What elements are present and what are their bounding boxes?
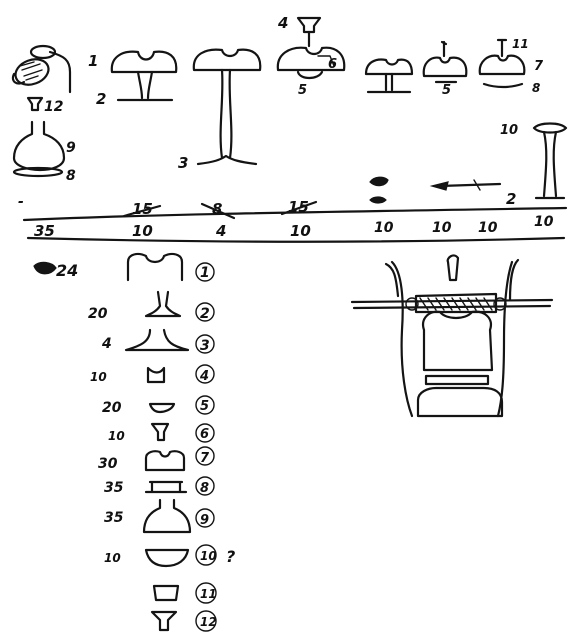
part-shape-3 — [126, 330, 188, 350]
parts-num-1: 1 — [200, 265, 210, 281]
label-1: 1 — [88, 52, 98, 70]
parts-list: 24 1 20 2 4 3 10 4 20 5 10 6 30 7 — [34, 254, 235, 631]
parts-qty-5: 20 — [102, 400, 122, 416]
count-35: 35 — [34, 222, 55, 240]
label-5b: 5 — [442, 83, 451, 98]
row-marks — [370, 177, 500, 203]
count-4: 4 — [215, 222, 226, 240]
label-2: 2 — [96, 90, 106, 108]
part-shape-12 — [152, 612, 176, 630]
count-10e: 10 — [478, 220, 498, 236]
part-shape-4 — [148, 368, 164, 382]
part-shape-10 — [146, 550, 188, 566]
part-shape-9 — [144, 500, 190, 532]
assembly-sketch — [352, 255, 552, 416]
parts-qty-2: 20 — [88, 306, 108, 322]
part-shape-5 — [150, 404, 174, 412]
part-shape-6 — [152, 424, 168, 440]
label-5: 5 — [298, 83, 307, 98]
part-shape-11 — [154, 586, 178, 600]
label-8: 8 — [66, 168, 76, 184]
lamp-sketch-e — [424, 42, 467, 82]
label-2b: 2 — [506, 190, 516, 208]
count-10b: 10 — [290, 222, 311, 240]
parts-num-6: 6 — [200, 427, 209, 442]
label-6: 6 — [328, 57, 337, 72]
label-8b: 8 — [532, 81, 540, 95]
label-11: 11 — [512, 37, 529, 51]
count-10c: 10 — [374, 220, 394, 236]
parts-note-10: ? — [226, 547, 235, 566]
parts-qty-8: 35 — [104, 480, 124, 496]
parts-qty-3: 4 — [101, 336, 112, 352]
count-dash: - — [18, 194, 24, 210]
lamp-sketch-d — [366, 60, 412, 92]
label-9: 9 — [66, 140, 76, 156]
lamp-sketch-b — [194, 50, 260, 164]
lamp-sketch-pedestal — [534, 124, 566, 199]
part-shape-8 — [146, 482, 186, 492]
count-15b-struck: 15 — [288, 198, 309, 216]
label-3: 3 — [178, 154, 188, 172]
parts-qty-1: 24 — [56, 261, 78, 280]
part-shape-7 — [146, 451, 184, 470]
count-10f: 10 — [534, 214, 554, 230]
label-10: 10 — [500, 123, 518, 138]
parts-qty-7: 30 — [98, 456, 118, 472]
label-7: 7 — [534, 59, 544, 74]
count-10: 10 — [132, 222, 153, 240]
parts-num-5: 5 — [200, 399, 209, 414]
lamp-sketch-a — [112, 52, 176, 100]
parts-qty-9: 35 — [104, 510, 124, 526]
part-shape-2 — [146, 292, 180, 316]
parts-qty-4: 10 — [90, 370, 107, 384]
count-10d: 10 — [432, 220, 452, 236]
label-12: 12 — [44, 99, 63, 115]
parts-qty-10: 10 — [104, 551, 121, 565]
scribble-struck-qty — [34, 262, 56, 273]
parts-qty-6: 10 — [108, 429, 125, 443]
label-4: 4 — [277, 14, 288, 32]
part-shape-1 — [128, 254, 182, 280]
